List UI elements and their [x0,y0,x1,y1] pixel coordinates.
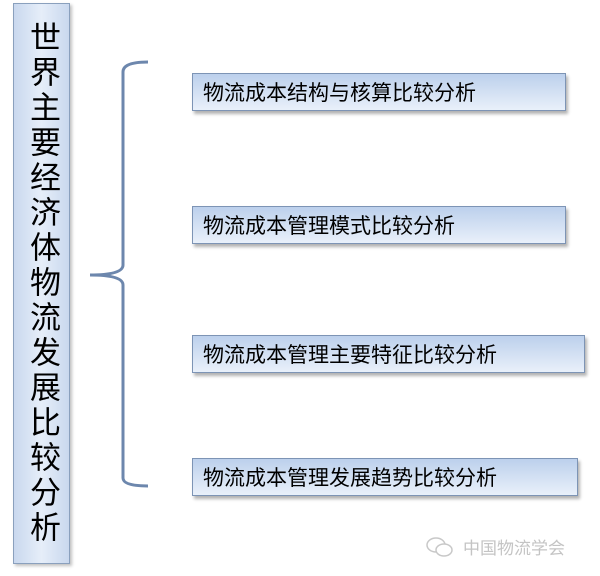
branch-label: 物流成本结构与核算比较分析 [203,81,476,105]
root-label: 世界主要经济体物流发展比较分析 [24,21,60,546]
wechat-icon [426,536,453,557]
branch-label: 物流成本管理发展趋势比较分析 [203,466,497,490]
watermark: 中国物流学会 [425,534,565,559]
branch-box-4: 物流成本管理发展趋势比较分析 [192,458,578,496]
branch-label: 物流成本管理模式比较分析 [203,214,455,238]
branch-label: 物流成本管理主要特征比较分析 [203,343,497,367]
branch-box-2: 物流成本管理模式比较分析 [192,206,566,244]
watermark-label: 中国物流学会 [463,539,565,559]
branch-box-3: 物流成本管理主要特征比较分析 [192,335,585,373]
branch-box-1: 物流成本结构与核算比较分析 [192,73,566,111]
root-box: 世界主要经济体物流发展比较分析 [13,3,70,564]
